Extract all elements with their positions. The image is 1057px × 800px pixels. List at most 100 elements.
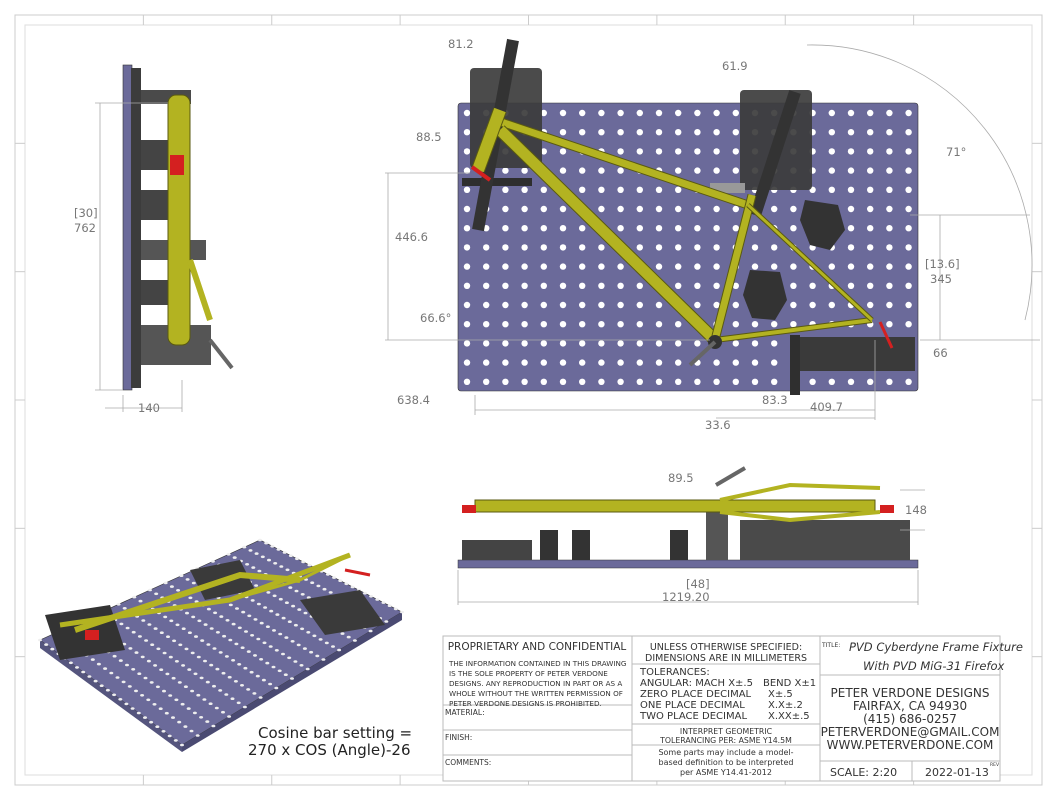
iso-plate-hole xyxy=(180,743,184,747)
iso-plate-hole xyxy=(254,584,259,587)
plate-hole xyxy=(732,148,739,155)
plate-hole xyxy=(617,301,624,309)
plate-hole xyxy=(540,321,547,328)
iso-plate-hole xyxy=(121,680,126,684)
plate-hole xyxy=(751,321,759,328)
iso-plate-hole xyxy=(179,574,184,577)
plate-hole xyxy=(521,263,528,270)
plate-hole xyxy=(579,109,586,117)
iso-plate-hole xyxy=(264,541,269,545)
iso-plate-hole xyxy=(273,562,278,565)
iso-plate-hole xyxy=(213,611,218,615)
company-line: WWW.PETERVERDONE.COM xyxy=(827,738,994,752)
plate-hole xyxy=(886,263,893,270)
iso-plate-hole xyxy=(312,634,317,638)
plate-hole xyxy=(521,359,528,366)
iso-plate-hole xyxy=(269,609,274,613)
iso-plate-hole xyxy=(199,676,204,680)
plate-hole xyxy=(598,301,605,309)
tolerance-value: X.XX±.5 xyxy=(768,711,810,722)
rev-label: REV xyxy=(990,762,1000,768)
plate-hole xyxy=(636,205,643,213)
iso-plate-hole xyxy=(125,626,130,630)
iso-plate-hole xyxy=(318,638,323,641)
iso-plate-hole xyxy=(203,623,208,626)
plate-hole xyxy=(559,359,567,366)
iso-plate-hole xyxy=(248,549,253,552)
plate-hole xyxy=(675,282,682,289)
plate-hole xyxy=(636,282,643,289)
plate-hole xyxy=(655,205,663,213)
iso-plate-hole xyxy=(274,649,279,652)
iso-plate-hole xyxy=(272,594,277,598)
plate-hole xyxy=(675,109,682,117)
plate-hole xyxy=(617,282,624,289)
iso-plate-hole xyxy=(221,671,226,675)
iso-plate-hole xyxy=(158,707,163,710)
plate-hole xyxy=(598,340,605,347)
plate-hole xyxy=(905,109,912,117)
iso-plate-hole xyxy=(166,635,170,638)
iso-plate-hole xyxy=(196,655,201,659)
iso-plate-hole xyxy=(125,663,129,667)
iso-plate-hole xyxy=(297,608,302,611)
iso-plate-hole xyxy=(338,579,343,582)
iso-plate-hole xyxy=(231,622,236,626)
plate-hole xyxy=(905,282,912,289)
plate-hole xyxy=(675,244,682,251)
iso-plate-hole xyxy=(279,565,284,568)
plate-hole xyxy=(713,301,720,309)
plate-hole xyxy=(886,282,893,289)
iso-plate-hole xyxy=(218,651,223,654)
title-block: PROPRIETARY AND CONFIDENTIAL THE INFORMA… xyxy=(442,635,1023,782)
iso-plate-hole xyxy=(122,607,127,610)
plate-hole xyxy=(713,263,720,270)
iso-plate-hole xyxy=(212,647,217,650)
plate-hole xyxy=(502,340,509,347)
plate-hole xyxy=(713,378,720,385)
iso-plate-hole xyxy=(263,606,268,609)
plate-hole xyxy=(847,129,855,136)
plate-hole xyxy=(463,244,471,251)
plate-hole xyxy=(559,282,567,289)
plate-hole xyxy=(886,321,893,328)
iso-plate-hole xyxy=(208,702,213,705)
iso-plate-hole xyxy=(316,584,321,588)
iso-plate-hole xyxy=(237,663,242,666)
plate-hole xyxy=(502,263,509,270)
cosine-note-line1: Cosine bar setting = xyxy=(258,724,412,742)
iso-plate-hole xyxy=(236,701,241,705)
iso-plate-hole xyxy=(293,623,298,627)
isometric-view: Cosine bar setting = 270 x COS (Angle)-2… xyxy=(38,538,412,759)
iso-plate-hole xyxy=(212,684,216,688)
iso-plate-hole xyxy=(211,724,216,728)
plate-hole xyxy=(751,225,759,232)
iso-plate-hole xyxy=(393,607,398,611)
iso-plate-hole xyxy=(224,693,229,696)
plate-hole xyxy=(713,244,720,251)
plate-hole xyxy=(886,186,893,193)
plate-hole xyxy=(867,225,874,232)
iso-plate-hole xyxy=(331,645,335,648)
plate-hole xyxy=(540,301,547,309)
plate-hole xyxy=(905,167,912,174)
plate-hole xyxy=(675,359,682,366)
iso-plate-hole xyxy=(250,599,255,602)
iso-plate-hole xyxy=(242,705,247,709)
plate-hole xyxy=(771,244,778,251)
plate-hole xyxy=(559,244,567,251)
iso-plate-hole xyxy=(159,631,164,634)
iso-plate-hole xyxy=(328,591,333,594)
dim-height-in: [30] xyxy=(74,206,98,220)
iso-plate-hole xyxy=(175,623,180,627)
iso-plate-hole xyxy=(296,643,301,647)
iso-plate-hole xyxy=(210,560,215,563)
plate-hole xyxy=(694,205,701,213)
iso-plate-hole xyxy=(306,631,311,634)
iso-plate-hole xyxy=(206,643,211,646)
proprietary-text-line: WHOLE WITHOUT THE WRITTEN PERMISSION OF xyxy=(449,689,623,698)
plate-hole xyxy=(886,109,893,117)
dim-409-7: 409.7 xyxy=(810,400,843,414)
plate-hole xyxy=(579,340,586,347)
proprietary-text-line: IS THE SOLE PROPERTY OF PETER VERDONE xyxy=(449,669,608,678)
